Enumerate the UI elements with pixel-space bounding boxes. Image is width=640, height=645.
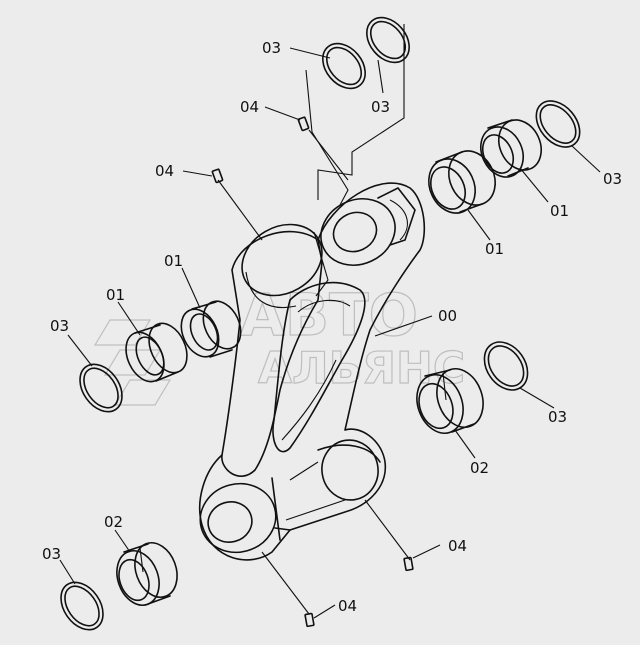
bushing-01-right-inner <box>428 150 496 214</box>
callout-03: 03 <box>371 98 390 116</box>
grease-fitting-04-upper-left <box>211 168 224 184</box>
assembly-axis-lines <box>217 24 411 615</box>
callout-03: 03 <box>50 317 69 335</box>
callout-03: 03 <box>262 39 281 57</box>
bushing-02-left <box>116 542 178 606</box>
watermark-logo: АВТО АЛЬЯНС <box>93 280 466 406</box>
seal-ring-03-left-bottom <box>60 581 104 631</box>
callout-03: 03 <box>42 545 61 563</box>
leader-lines <box>59 47 601 619</box>
callout-03: 03 <box>548 408 567 426</box>
callout-04: 04 <box>155 162 174 180</box>
seal-ring-03-right-mid <box>483 341 529 391</box>
watermark-text-line2: АЛЬЯНС <box>258 343 465 394</box>
callout-04: 04 <box>240 98 259 116</box>
seal-ring-03-left-mid <box>79 363 123 413</box>
callout-03: 03 <box>603 170 622 188</box>
callout-00: 00 <box>438 307 457 325</box>
seal-ring-03-top-b <box>366 16 410 64</box>
callout-labels: 03 03 04 04 03 01 01 00 01 01 03 03 02 0… <box>42 39 622 615</box>
bushing-01-left-outer <box>125 322 188 383</box>
watermark-text-line1: АВТО <box>240 281 418 349</box>
callout-01: 01 <box>164 252 183 270</box>
seal-ring-03-top-a <box>322 42 366 90</box>
callout-01: 01 <box>485 240 504 258</box>
grease-fitting-04-bottom <box>304 612 315 628</box>
grease-fitting-04-top <box>297 116 310 132</box>
grease-fitting-04-right <box>403 556 414 572</box>
seal-ring-03-right-top <box>535 100 581 148</box>
link-body <box>198 182 426 561</box>
bushing-01-left-inner <box>180 300 242 358</box>
callout-01: 01 <box>550 202 569 220</box>
bushing-01-right-outer <box>480 119 542 178</box>
callout-04: 04 <box>448 537 467 555</box>
callout-01: 01 <box>106 286 125 304</box>
watermark-stripes <box>93 319 172 406</box>
callout-04: 04 <box>338 597 357 615</box>
callout-02: 02 <box>104 513 123 531</box>
callout-02: 02 <box>470 459 489 477</box>
